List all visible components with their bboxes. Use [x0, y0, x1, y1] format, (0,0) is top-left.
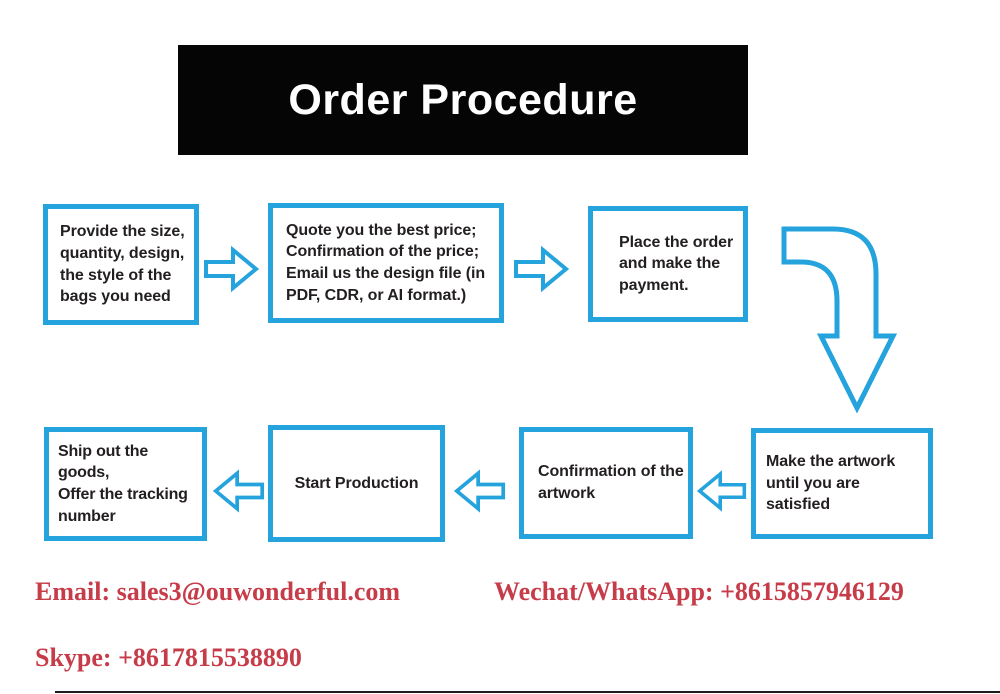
flow-step-5-box: Confirmation of the artwork — [519, 427, 693, 539]
arrow-left-icon — [454, 468, 506, 514]
contact-skype: Skype: +8617815538890 — [35, 643, 302, 672]
flow-step-3-text: Place the order and make the payment. — [619, 233, 734, 294]
contact-email: Email: sales3@ouwonderful.com — [35, 577, 401, 606]
flow-step-2-box: Quote you the best price; Confirmation o… — [268, 203, 504, 323]
flow-step-1-box: Provide the size, quantity, design, the … — [43, 204, 199, 325]
arrow-left-icon — [697, 469, 747, 513]
flow-step-4-text: Make the artwork until you are satisfied — [766, 453, 896, 514]
bottom-divider — [55, 691, 1000, 693]
flow-step-7-box: Ship out the goods, Offer the tracking n… — [44, 427, 207, 541]
flow-step-5-text: Confirmation of the artwork — [538, 463, 684, 502]
flow-step-7-text: Ship out the goods, Offer the tracking n… — [58, 442, 188, 525]
arrow-right-icon — [202, 246, 260, 292]
arrow-elbow-down-icon — [781, 226, 897, 413]
flow-step-6-box: Start Production — [268, 425, 445, 542]
flow-step-1-text: Provide the size, quantity, design, the … — [60, 223, 185, 306]
flow-step-2-text: Quote you the best price; Confirmation o… — [286, 221, 486, 304]
flow-step-3-box: Place the order and make the payment. — [588, 206, 748, 322]
title-banner: Order Procedure — [178, 45, 748, 155]
page-title: Order Procedure — [288, 75, 638, 124]
contact-wechat-whatsapp: Wechat/WhatsApp: +8615857946129 — [494, 577, 904, 606]
flow-step-4-box: Make the artwork until you are satisfied — [751, 428, 933, 539]
arrow-right-icon — [512, 246, 570, 292]
flow-step-6-text: Start Production — [294, 474, 419, 492]
arrow-left-icon — [213, 468, 265, 514]
